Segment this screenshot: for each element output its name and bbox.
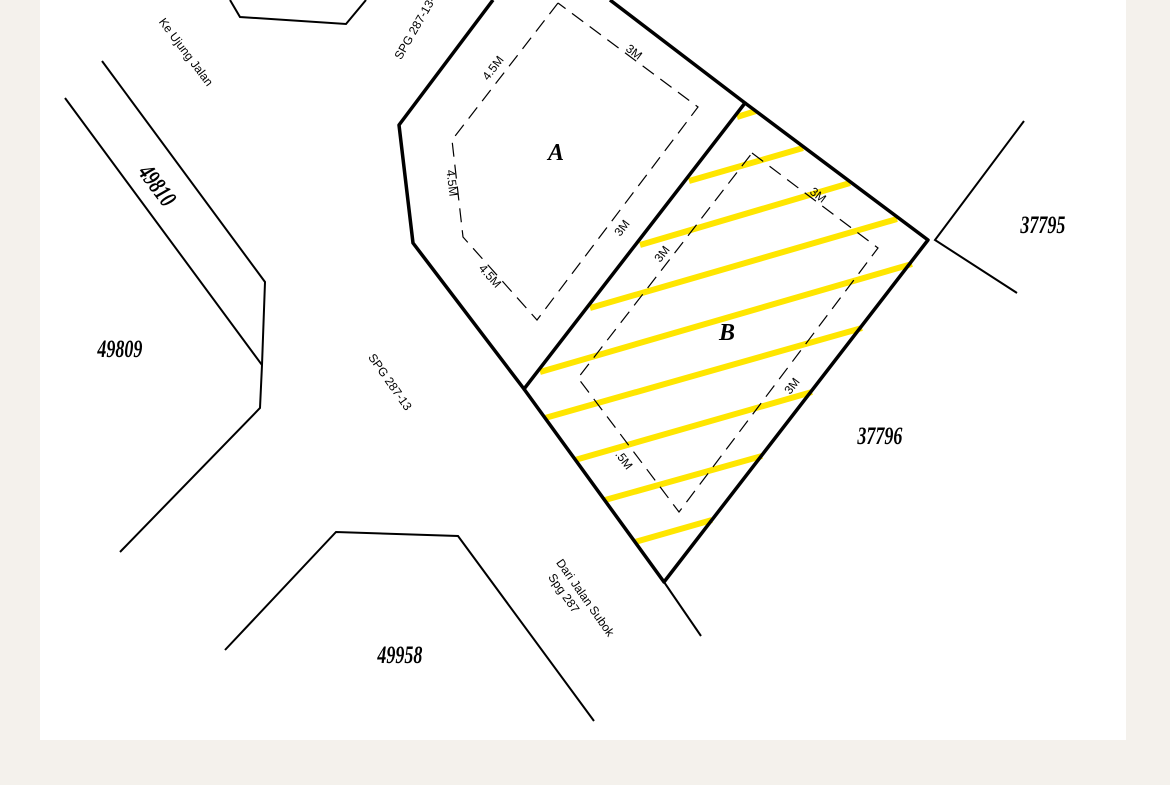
dimension-label: 4.5M [476, 261, 504, 290]
lot-number-49809: 49809 [97, 335, 143, 363]
lot-49809-boundary [64, 97, 264, 553]
lot-37795-boundary [933, 120, 1025, 294]
lot-49958-boundary [224, 530, 595, 722]
road-edge-line [663, 581, 702, 637]
lot-number-49810: 49810 [132, 159, 182, 212]
hatch-line [736, 108, 757, 120]
plot-b-hatching [539, 108, 913, 545]
hatch-line [639, 180, 851, 248]
hatch-line [634, 517, 713, 545]
hatch-line [589, 216, 898, 311]
lot-number-37795: 37795 [1020, 211, 1066, 239]
hatch-line [604, 453, 763, 503]
cadastral-map: 49810 49809 49958 37795 37796 A B Ke Uju… [64, 0, 1066, 722]
road-label-spg-mid: SPG 287-13 [365, 351, 415, 413]
road-labels: Ke Ujung Jalan SPG 287-13- SPG 287-13 Da… [156, 0, 618, 640]
dimension-label: 3M [623, 41, 645, 62]
plot-a-boundary [397, 0, 747, 391]
hatch-line [544, 325, 863, 421]
plot-b-setback [577, 152, 879, 513]
dimension-label: 4.5M [479, 53, 506, 83]
setback-lines [451, 2, 879, 513]
lot-boundaries [64, 0, 1025, 722]
plot-a-setback [451, 2, 699, 321]
plot-label-b: B [718, 320, 735, 346]
lot-boundary-top [229, 0, 367, 26]
plot-label-a: A [546, 140, 564, 166]
plot-b-boundary [522, 101, 930, 584]
road-label-ke-ujung-jalan: Ke Ujung Jalan [156, 15, 216, 88]
road-label-spg-top: SPG 287-13- [391, 0, 438, 62]
dimension-label: 3M [651, 243, 672, 265]
lot-49810-boundary [101, 60, 267, 366]
dimension-label: 3M [611, 217, 632, 239]
parcel-boundaries [397, 0, 930, 584]
hatch-line [688, 145, 804, 184]
dimension-label: .5M [612, 448, 635, 472]
lot-number-49958: 49958 [377, 641, 423, 669]
lot-number-37796: 37796 [857, 422, 903, 450]
hatch-line [539, 261, 913, 375]
dimension-label: 4.5M [443, 169, 460, 197]
map-sheet: 49810 49809 49958 37795 37796 A B Ke Uju… [40, 0, 1126, 740]
hatch-line [574, 389, 813, 463]
